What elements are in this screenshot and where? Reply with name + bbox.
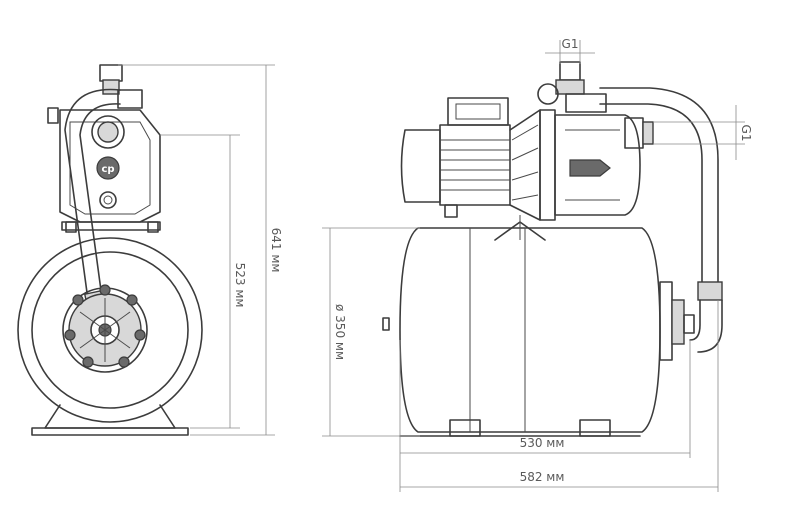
front-tank-flange bbox=[62, 284, 148, 373]
side-view: G1 G1 ø 350 мм 530 мм 582 мм bbox=[322, 37, 753, 492]
front-tank bbox=[17, 237, 203, 436]
brand-logo: cp bbox=[96, 156, 120, 180]
tank-diameter-label: ø 350 мм bbox=[333, 304, 347, 360]
side-tank bbox=[382, 227, 661, 437]
side-flange bbox=[659, 281, 695, 361]
front-pump-body: cp bbox=[47, 64, 161, 233]
thread-side-dimension bbox=[653, 105, 745, 160]
length-dimensions bbox=[399, 300, 719, 492]
side-pump-head bbox=[494, 61, 654, 241]
thread-top-label: G1 bbox=[562, 37, 579, 51]
total-length-label: 582 мм bbox=[520, 470, 565, 484]
front-dimensions bbox=[118, 64, 275, 436]
tank-length-label: 530 мм bbox=[520, 436, 565, 450]
tank-diameter-dimension bbox=[322, 227, 420, 437]
height-total-label: 641 мм bbox=[269, 228, 283, 273]
side-hose bbox=[599, 87, 723, 353]
thread-top-dimension bbox=[545, 40, 595, 64]
side-motor bbox=[400, 97, 541, 221]
front-view: cp bbox=[17, 64, 283, 436]
svg-text:cp: cp bbox=[101, 164, 114, 175]
thread-side-label: G1 bbox=[739, 125, 753, 142]
height-pump-label: 523 мм bbox=[233, 263, 247, 308]
